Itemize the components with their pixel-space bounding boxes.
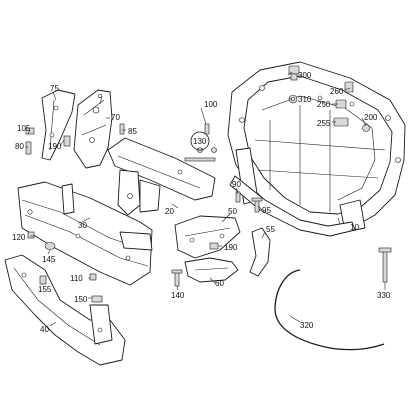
- callout-50: 50: [228, 207, 237, 216]
- bumper-carrier: [17, 181, 153, 286]
- callout-90: 90: [232, 180, 241, 189]
- hardware-bolt-85: [119, 123, 125, 135]
- lower-bracket: [174, 215, 241, 259]
- callout-250: 250: [317, 100, 331, 109]
- callout-330: 330: [377, 291, 391, 300]
- hardware-clip-260: [344, 81, 354, 93]
- callout-95: 95: [262, 206, 271, 215]
- hardware-bolt-150: [91, 295, 103, 303]
- callout-85: 85: [128, 127, 137, 136]
- callout-190-upper: 190: [48, 142, 62, 151]
- hardware-bolt-330: [378, 247, 392, 283]
- callout-110: 110: [70, 274, 83, 283]
- callout-140: 140: [171, 291, 185, 300]
- hardware-clip-110: [89, 273, 97, 281]
- callout-30: 30: [78, 221, 87, 230]
- callout-130-circle: [190, 131, 210, 151]
- callout-70: 70: [111, 113, 120, 122]
- callout-labels: 300 310 260 250 200 255 100 130 75 70 85…: [12, 71, 391, 334]
- hardware-bolt-100: [204, 123, 210, 135]
- callout-190-lower: 190: [224, 243, 238, 252]
- hardware-nut-145: [44, 242, 56, 250]
- callout-105: 105: [17, 124, 31, 133]
- callout-80: 80: [15, 142, 24, 151]
- callout-300: 300: [298, 71, 312, 80]
- hardware-pin-130: [184, 147, 217, 162]
- callout-40: 40: [40, 325, 49, 334]
- hardware-bolt-190a: [63, 135, 71, 147]
- callout-255: 255: [317, 119, 331, 128]
- callout-150: 150: [74, 295, 88, 304]
- upper-cross-member: [107, 137, 216, 216]
- hardware-bolt-120: [27, 231, 35, 239]
- hardware-nut-200: [362, 124, 370, 132]
- hardware-clip-255: [333, 117, 349, 127]
- left-side-bracket: [41, 89, 76, 161]
- callout-200: 200: [364, 113, 378, 122]
- side-duct: [249, 227, 271, 277]
- callout-310: 310: [298, 95, 312, 104]
- air-duct: [184, 257, 239, 283]
- hardware-bolt-190b: [209, 242, 219, 250]
- callout-100: 100: [204, 100, 218, 109]
- callout-155: 155: [38, 285, 52, 294]
- hardware-bolt-140: [171, 269, 183, 287]
- front-module-frame: [227, 61, 406, 237]
- callout-20: 20: [165, 207, 174, 216]
- hardware-bolt-90: [235, 191, 241, 203]
- callout-260: 260: [330, 87, 344, 96]
- release-cable: [274, 269, 385, 351]
- callout-120: 120: [12, 233, 26, 242]
- callout-10: 10: [350, 223, 359, 232]
- callout-55: 55: [266, 225, 275, 234]
- headlamp-support: [73, 89, 113, 169]
- hardware-bolt-155: [39, 275, 47, 285]
- callout-60: 60: [215, 279, 224, 288]
- lower-support-frame: [4, 254, 126, 366]
- hardware-bolt-95: [251, 197, 263, 213]
- hardware-bolt-105: [25, 127, 35, 135]
- callout-130: 130: [193, 137, 207, 146]
- callout-75: 75: [50, 84, 59, 93]
- callout-145: 145: [42, 255, 56, 264]
- leader-lines: [25, 71, 386, 327]
- callout-320: 320: [300, 321, 314, 330]
- hardware-bolt-80: [25, 141, 32, 155]
- hardware-nut-300: [288, 65, 300, 81]
